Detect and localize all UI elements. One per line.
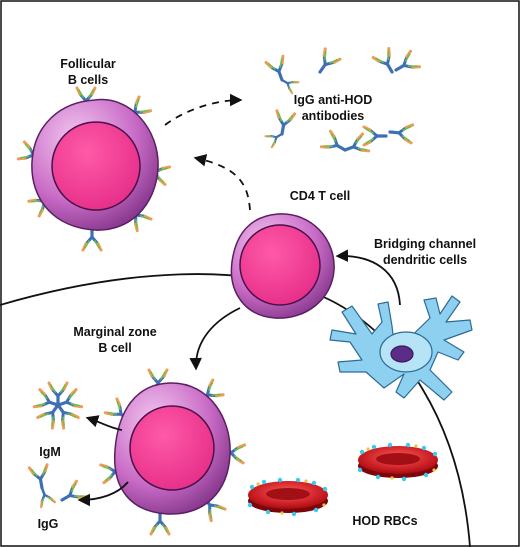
igm-pentamer	[34, 383, 81, 428]
label-marginal-1: Marginal zone	[73, 325, 156, 339]
arrow-tcell-to-follicular	[193, 154, 251, 211]
label-follicular-1: Follicular	[60, 57, 116, 71]
follicular-b-cell	[16, 86, 172, 252]
arrow-to-igm	[85, 415, 123, 431]
label-bridging-1: Bridging channel	[374, 237, 476, 251]
hod-rbc-2	[357, 442, 438, 482]
marginal-zone-boundary	[0, 273, 471, 547]
arrow-bcell-to-antibodies	[164, 93, 243, 126]
hod-rbc-1	[247, 477, 328, 517]
label-cd4-t-cell: CD4 T cell	[290, 189, 350, 203]
secreted-igg	[27, 463, 88, 510]
label-igm: IgM	[39, 445, 61, 459]
label-bridging-2: dendritic cells	[383, 253, 467, 267]
label-hod-rbcs: HOD RBCs	[352, 514, 417, 528]
label-igg-anti-hod-2: antibodies	[302, 109, 365, 123]
dendritic-cell	[329, 295, 473, 401]
arrow-to-igg	[77, 481, 129, 507]
arrow-dc-to-tcell	[335, 249, 401, 306]
label-marginal-2: B cell	[98, 341, 131, 355]
label-igg: IgG	[38, 517, 59, 531]
label-follicular-2: B cells	[68, 73, 108, 87]
arrow-tcell-to-mzbcell	[189, 307, 241, 371]
marginal-zone-b-cell	[99, 368, 247, 536]
cd4-t-cell	[230, 213, 335, 319]
label-igg-anti-hod-1: IgG anti-HOD	[294, 93, 372, 107]
